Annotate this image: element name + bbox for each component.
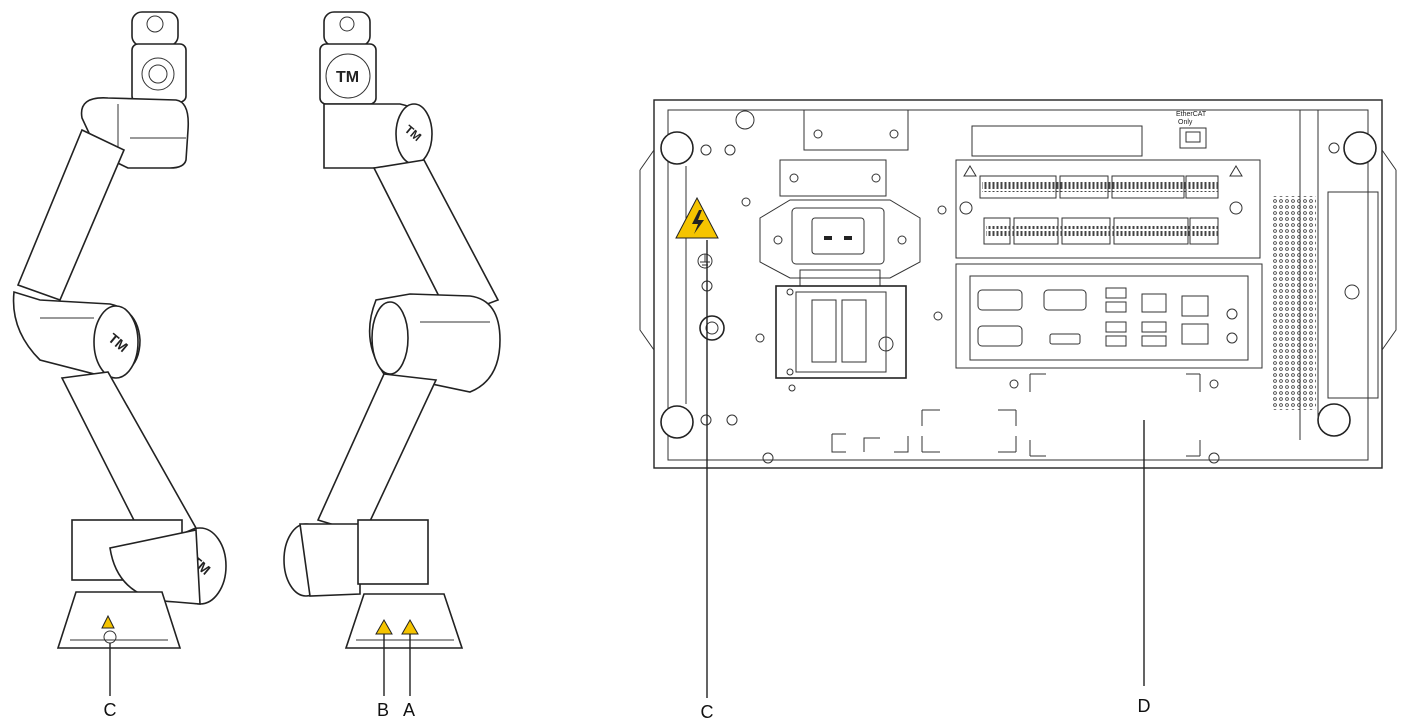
serial-port-2 [977,325,1023,347]
vga-port [1043,289,1087,311]
robot-arm-left: TM TM [12,11,227,696]
ethercat-port [1179,127,1207,149]
ethernet-port-1 [1181,295,1209,317]
robot-arm-right: TM TM [283,11,501,696]
callout-label-c-left-robot: C [104,700,117,720]
ethercat-label: EtherCAT [1176,111,1207,118]
hdmi-port [1049,333,1081,345]
callout-label-c-controller: C [701,702,714,722]
power-inlet [811,217,865,255]
ethercat-only-label: Only [1178,119,1193,126]
pc-io-panel [955,263,1263,369]
logo-text-right-head: TM [336,69,359,86]
callout-label-a: A [403,700,415,720]
io-terminal-board [955,159,1261,259]
ethernet-port-2 [1181,323,1209,345]
ground-symbol-icon [697,253,713,269]
callout-label-b: B [377,700,389,720]
vent-grid [1272,196,1316,410]
callout-label-d: D [1138,696,1151,716]
serial-port-1 [977,289,1023,311]
robot-connector [775,269,907,379]
control-box: EtherCAT Only [639,99,1397,698]
high-voltage-warning-icon [675,196,719,239]
